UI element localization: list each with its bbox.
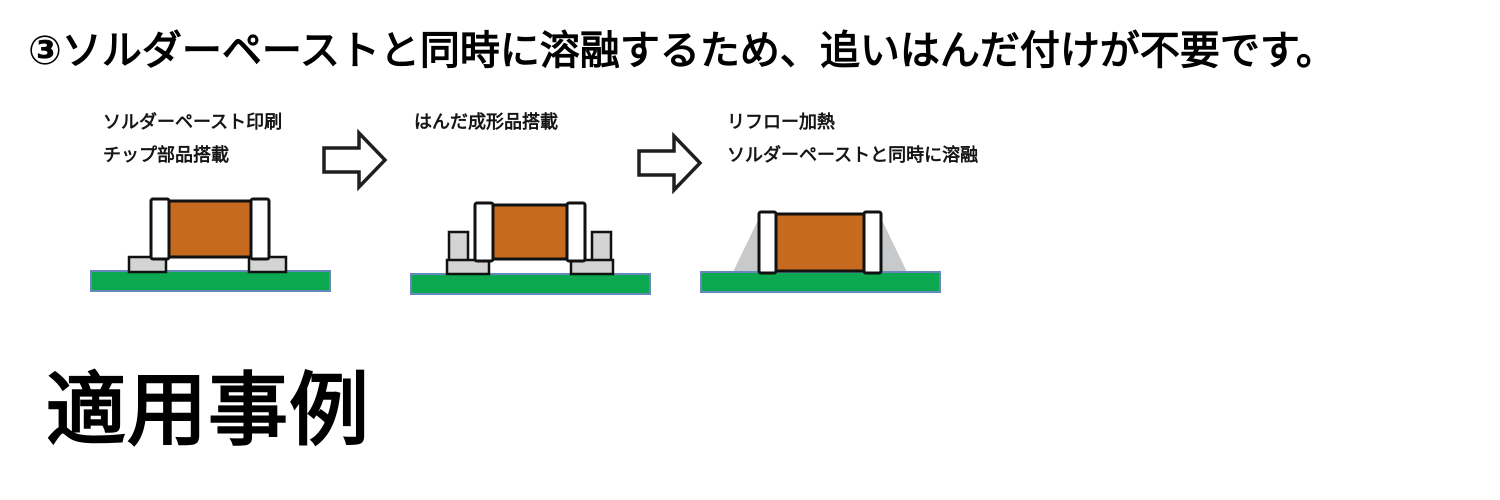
right-arrow-shape <box>322 129 388 191</box>
step3-label-line1: リフロー加熱 <box>727 112 835 132</box>
section-title: 適用事例 <box>46 366 370 455</box>
solder-preform-right <box>590 230 613 264</box>
chip-termination-left <box>473 201 495 263</box>
step3-label: リフロー加熱 ソルダーペーストと同時に溶融 <box>727 106 978 172</box>
step1-label-line2: チップ部品搭載 <box>103 145 229 165</box>
pcb-board <box>410 273 651 295</box>
solder-fillet-left <box>733 214 761 272</box>
solder-paste-pad-left <box>445 258 491 276</box>
step1-label: ソルダーペースト印刷 チップ部品搭載 <box>103 106 282 172</box>
heading-text: ③ソルダーペーストと同時に溶融するため、追いはんだ付けが不要です。 <box>28 29 1336 73</box>
step2-diagram <box>410 201 651 295</box>
pcb-board <box>90 270 331 292</box>
solder-preform-left <box>447 230 470 264</box>
chip-termination-left <box>757 210 778 275</box>
chip-termination-right <box>862 210 883 275</box>
right-arrow-icon <box>322 129 388 191</box>
chip-termination-right <box>565 201 587 263</box>
pcb-board <box>700 271 941 293</box>
chip-body <box>772 212 868 273</box>
step1-diagram <box>90 197 331 292</box>
step3-label-line2: ソルダーペーストと同時に溶融 <box>727 145 979 165</box>
step1-label-line1: ソルダーペースト印刷 <box>103 112 283 132</box>
solder-paste-pad-left <box>127 255 168 274</box>
right-arrow-shape <box>637 132 703 194</box>
step2-label-line1: はんだ成形品搭載 <box>414 112 558 132</box>
solder-paste-pad-right <box>569 258 615 276</box>
chip-body <box>488 203 572 261</box>
right-arrow-icon <box>637 132 703 194</box>
solder-fillet-right <box>879 214 907 272</box>
chip-termination-right <box>249 197 271 261</box>
step3-diagram <box>700 210 941 293</box>
step2-label: はんだ成形品搭載 <box>414 106 558 139</box>
chip-termination-left <box>149 197 171 261</box>
chip-body <box>164 199 256 259</box>
